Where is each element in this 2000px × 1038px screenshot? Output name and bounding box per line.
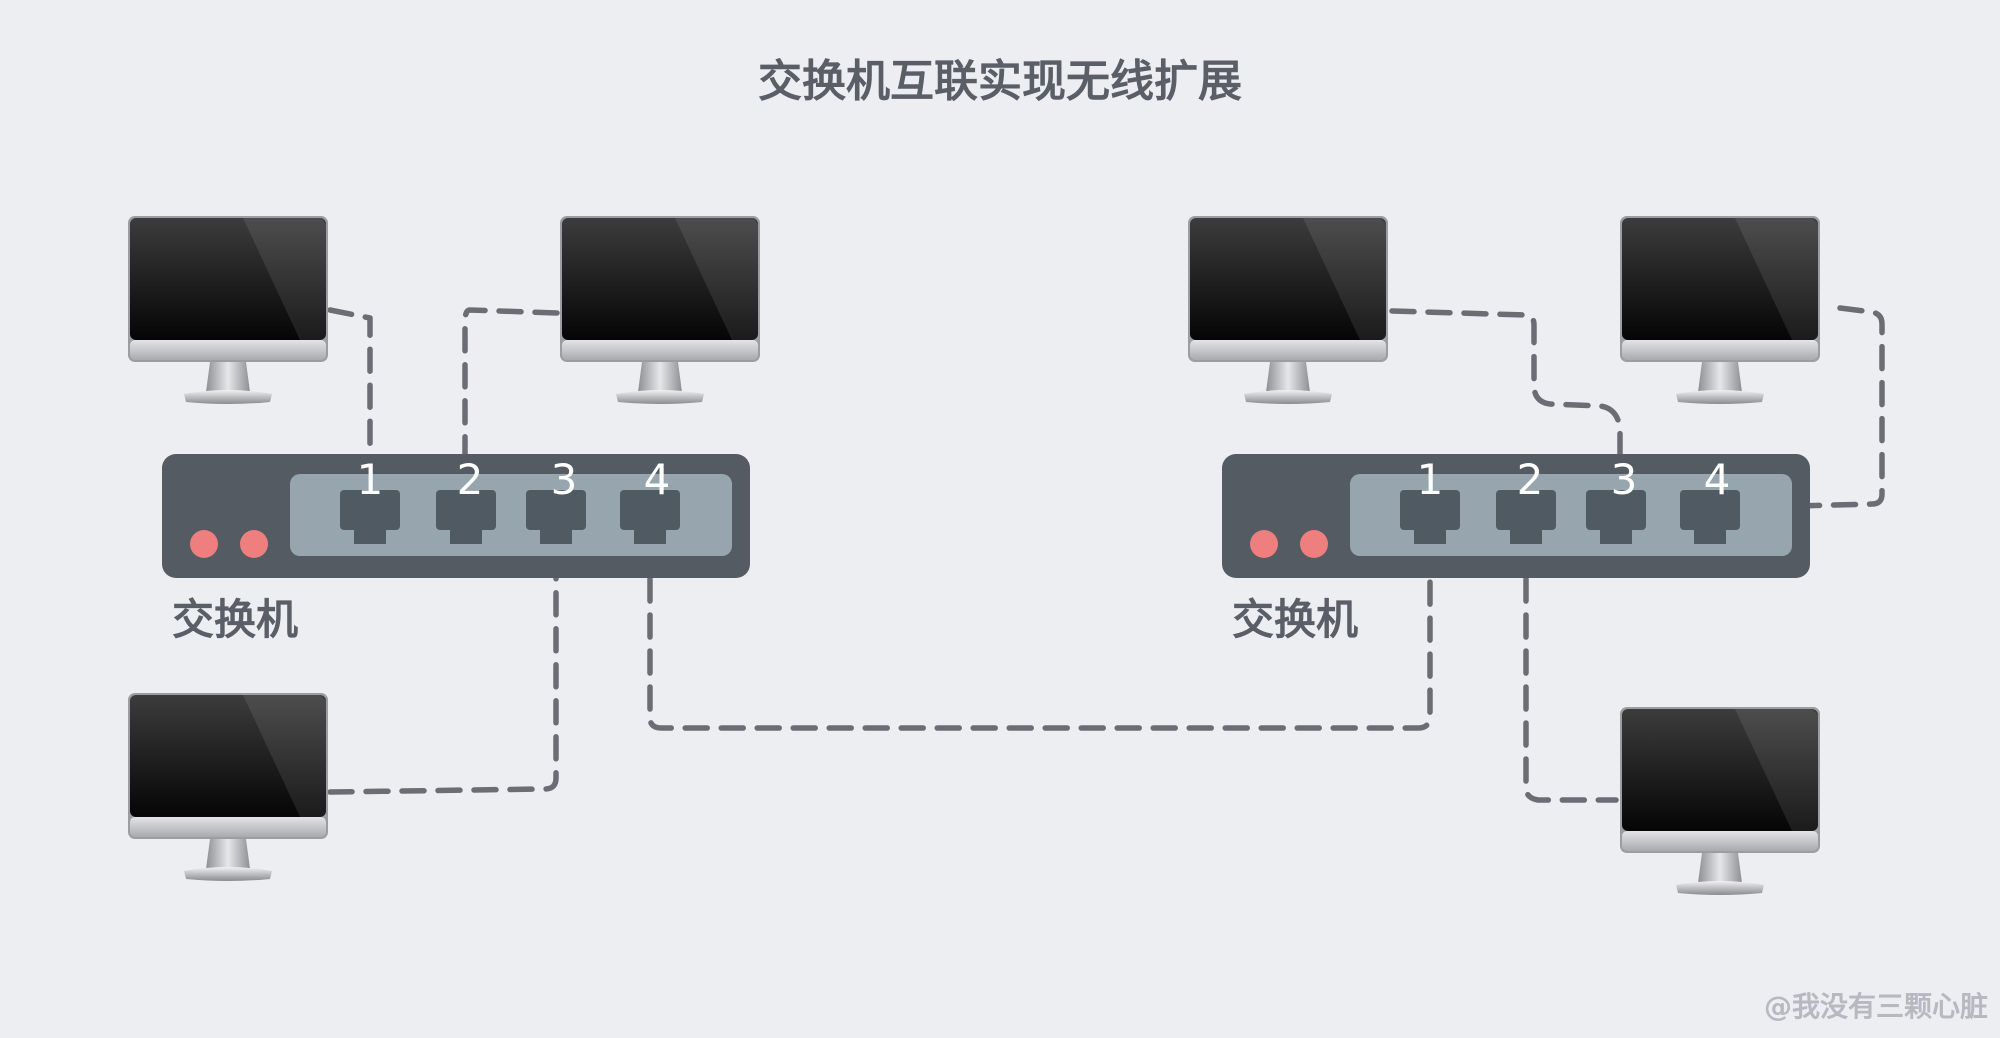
- port-label-2: 2: [457, 455, 484, 504]
- port-label-3: 3: [1611, 455, 1638, 504]
- status-led: [190, 530, 218, 558]
- cable-pc5-port4: [1722, 305, 1885, 511]
- computer-icon: [128, 216, 328, 404]
- diagram-title: 交换机互联实现无线扩展: [758, 56, 1242, 107]
- switch-left-label: 交换机: [172, 595, 298, 644]
- computer-icon: [1620, 216, 1820, 404]
- switch-right-label: 交换机: [1232, 595, 1358, 644]
- computer-icon: [1188, 216, 1388, 404]
- computer-icon: [1620, 707, 1820, 895]
- switch-right: 1 2 3 4: [1222, 454, 1810, 578]
- port-label-4: 4: [1704, 455, 1731, 504]
- switch-left: 1 2 3 4: [162, 454, 750, 578]
- computer-icon: [560, 216, 760, 404]
- port-label-4: 4: [644, 455, 671, 504]
- port-label-1: 1: [357, 455, 384, 504]
- cable-switch-uplink: [647, 540, 1433, 731]
- cable-pc3-port3: [327, 540, 559, 795]
- port-label-1: 1: [1417, 455, 1444, 504]
- cables: [327, 305, 1885, 803]
- cable-pc4-port3: [1389, 308, 1623, 463]
- status-led: [240, 530, 268, 558]
- status-led: [1300, 530, 1328, 558]
- port-label-3: 3: [551, 455, 578, 504]
- cable-pc1-port1: [327, 307, 373, 463]
- cable-pc6-port2: [1523, 540, 1619, 803]
- cable-pc2-port2: [462, 307, 560, 463]
- watermark: @我没有三颗心脏: [1764, 990, 1988, 1023]
- status-led: [1250, 530, 1278, 558]
- computer-icon: [128, 693, 328, 881]
- port-label-2: 2: [1517, 455, 1544, 504]
